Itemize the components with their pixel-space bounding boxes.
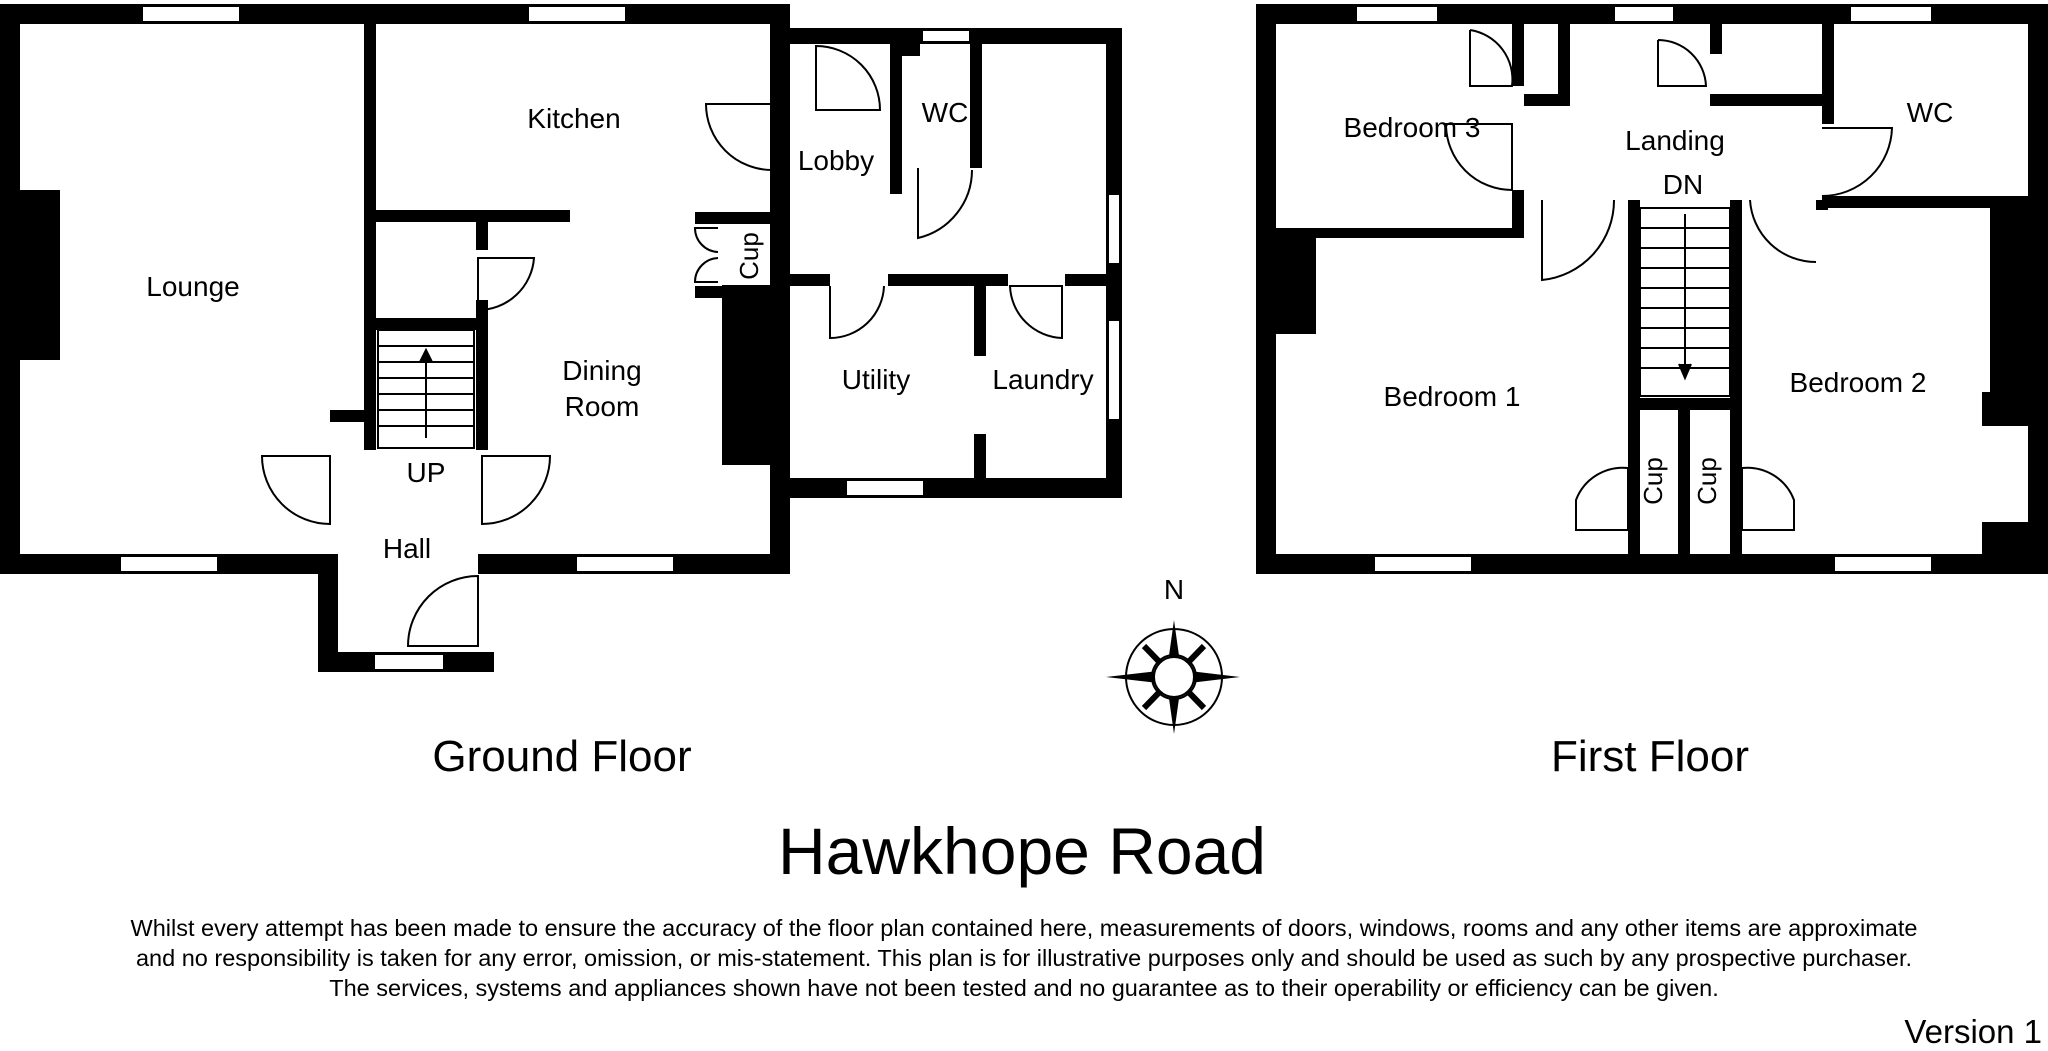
disclaimer-line-1: Whilst every attempt has been made to en… — [130, 915, 1918, 941]
stairs-up — [377, 329, 475, 449]
disclaimer-line-2: and no responsibility is taken for any e… — [135, 945, 1913, 971]
room-label-bedroom-1: Bedroom 1 — [1384, 381, 1521, 412]
first-floor-doors — [1444, 29, 1894, 531]
version-label: Version 1 — [1904, 1013, 2042, 1050]
disclaimer-line-3: The services, systems and appliances sho… — [329, 975, 1719, 1001]
room-label-cup-first-left: Cup — [1638, 457, 1668, 505]
stairs-down — [1639, 207, 1731, 397]
first-floor-windows — [1355, 5, 1933, 573]
ground-floor-windows — [119, 5, 1121, 671]
room-label-wc-ground: WC — [922, 97, 969, 128]
room-label-wc-first: WC — [1907, 97, 1954, 128]
first-floor-walls — [1256, 4, 2048, 574]
room-label-cup-ground: Cup — [734, 232, 764, 280]
room-label-kitchen: Kitchen — [527, 103, 620, 134]
room-label-landing: Landing — [1625, 125, 1725, 156]
room-label-hall: Hall — [383, 533, 431, 564]
first-floor-label: First Floor — [1551, 732, 1749, 781]
room-label-bedroom-3: Bedroom 3 — [1344, 112, 1481, 143]
room-label-bedroom-2: Bedroom 2 — [1790, 367, 1927, 398]
room-label-lounge: Lounge — [146, 271, 239, 302]
disclaimer: Whilst every attempt has been made to en… — [0, 913, 2048, 1003]
plan-title: Hawkhope Road — [778, 814, 1266, 888]
compass-icon: N — [1106, 574, 1240, 734]
room-label-utility: Utility — [842, 364, 910, 395]
ground-floor-label: Ground Floor — [432, 732, 691, 781]
ground-floor-doors — [260, 44, 1063, 647]
room-label-lobby: Lobby — [798, 145, 874, 176]
stairs-down-label: DN — [1663, 169, 1703, 200]
room-label-laundry: Laundry — [992, 364, 1093, 395]
stairs-up-label: UP — [407, 457, 446, 488]
room-label-cup-first-right: Cup — [1692, 457, 1722, 505]
compass-north-label: N — [1164, 574, 1184, 605]
room-label-dining-line1: Dining — [562, 355, 641, 386]
room-label-dining-line2: Room — [565, 391, 640, 422]
